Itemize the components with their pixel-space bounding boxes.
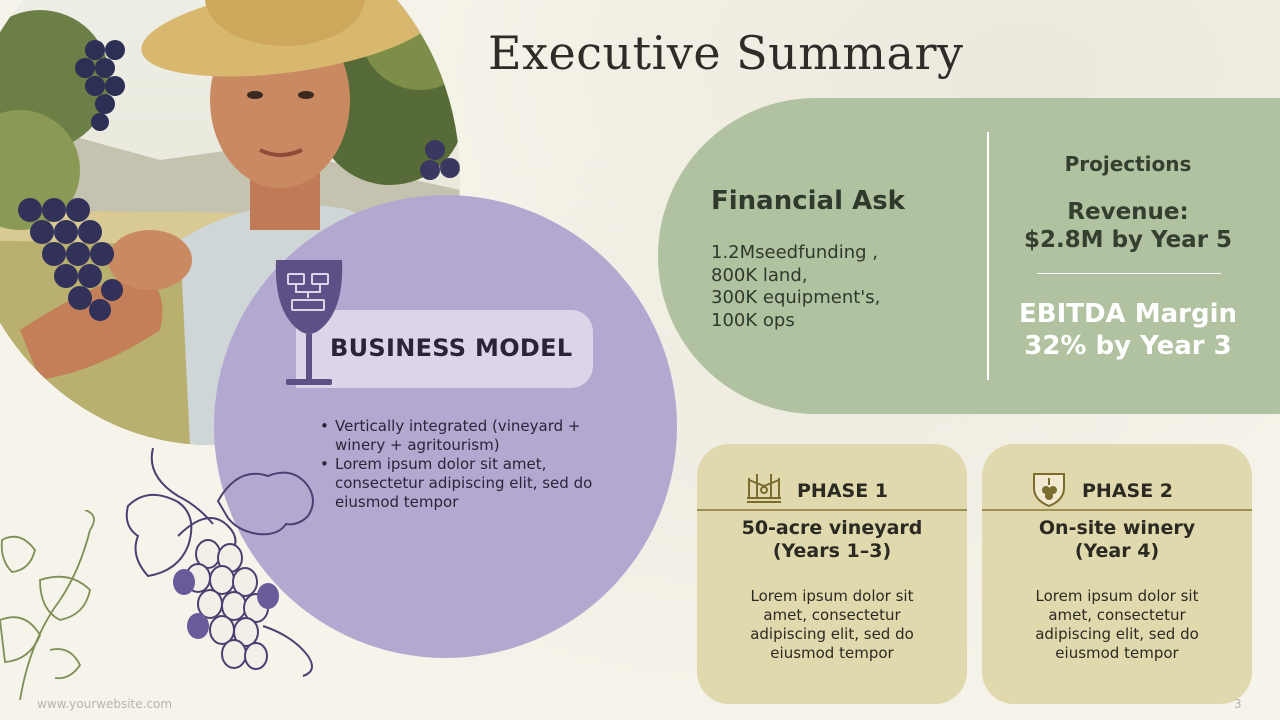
list-item: Lorem ipsum dolor sit amet, consectetur … xyxy=(318,455,608,512)
vineyard-rows-icon xyxy=(745,470,783,510)
financial-ask-line: 800K land, xyxy=(711,264,808,286)
footer-website: www.yourwebsite.com xyxy=(37,697,173,711)
grape-bunch-illustration xyxy=(118,446,328,690)
revenue-value: $2.8M by Year 5 xyxy=(1023,227,1233,253)
phase-1-label: PHASE 1 xyxy=(797,480,889,502)
financial-ask-details: 1.2Mseedfunding , 800K land, 300K equipm… xyxy=(711,242,880,332)
projections-divider xyxy=(1037,273,1221,274)
revenue-projection: Revenue: $2.8M by Year 5 xyxy=(1000,198,1256,254)
ebitda-projection: EBITDA Margin 32% by Year 3 xyxy=(1000,298,1256,362)
ebitda-label: EBITDA Margin xyxy=(1018,299,1238,329)
phase-1-card: PHASE 1 50-acre vineyard (Years 1–3) Lor… xyxy=(697,444,967,704)
financial-ask-line: 100K ops xyxy=(711,309,795,331)
business-model-banner xyxy=(296,310,593,388)
vine-leaves-illustration xyxy=(0,509,110,704)
panel-divider xyxy=(987,132,989,380)
page-number: 3 xyxy=(1234,697,1242,711)
page-title: Executive Summary xyxy=(488,26,964,80)
phase-2-card: PHASE 2 On-site winery (Year 4) Lorem ip… xyxy=(982,444,1252,704)
projections-label: Projections xyxy=(1064,152,1192,176)
phase-2-heading-line: On-site winery xyxy=(1038,517,1196,539)
phase-1-heading: 50-acre vineyard (Years 1–3) xyxy=(697,517,967,563)
phase-2-rule xyxy=(982,509,1252,511)
phase-1-body: Lorem ipsum dolor sit amet, consectetur … xyxy=(750,587,914,662)
financial-panel xyxy=(658,98,1280,414)
financial-ask-line: 300K equipment's, xyxy=(711,287,881,308)
wine-shield-icon xyxy=(1030,470,1068,512)
phase-2-label: PHASE 2 xyxy=(1082,480,1174,502)
business-model-title: BUSINESS MODEL xyxy=(330,334,573,362)
business-model-list: Vertically integrated (vineyard + winery… xyxy=(318,417,608,512)
revenue-label: Revenue: xyxy=(1067,199,1189,225)
phase-1-heading-line: 50-acre vineyard xyxy=(741,517,923,539)
wine-glass-icon xyxy=(272,258,346,394)
financial-ask-title: Financial Ask xyxy=(711,186,905,216)
phase-2-heading-line: (Year 4) xyxy=(1074,540,1160,562)
phase-1-rule xyxy=(697,509,967,511)
ebitda-value: 32% by Year 3 xyxy=(1024,331,1232,361)
phase-2-body: Lorem ipsum dolor sit amet, consectetur … xyxy=(1035,587,1199,662)
financial-ask-line: 1.2Mseedfunding , xyxy=(711,242,878,263)
phase-1-heading-line: (Years 1–3) xyxy=(772,540,892,562)
phase-2-heading: On-site winery (Year 4) xyxy=(982,517,1252,563)
list-item: Vertically integrated (vineyard + winery… xyxy=(318,417,608,455)
